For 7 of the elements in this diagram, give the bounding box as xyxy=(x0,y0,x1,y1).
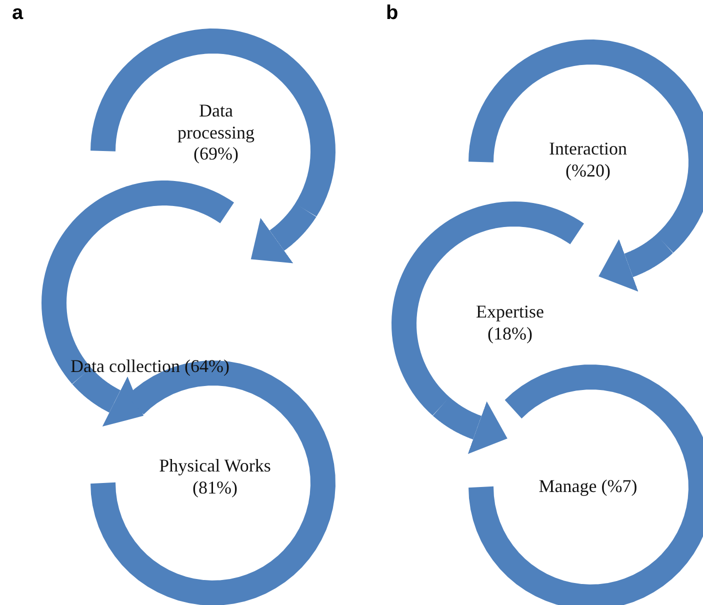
stage-label: Physical Works (81%) xyxy=(158,455,272,499)
panel-letter: a xyxy=(12,2,24,25)
panel-letter: b xyxy=(386,2,398,25)
stage-label: Data processing (69%) xyxy=(176,100,256,166)
stage-label: Expertise (18%) xyxy=(475,301,545,345)
stage-label: Manage (%7) xyxy=(538,476,638,498)
stage-label: Interaction (%20) xyxy=(548,138,628,182)
